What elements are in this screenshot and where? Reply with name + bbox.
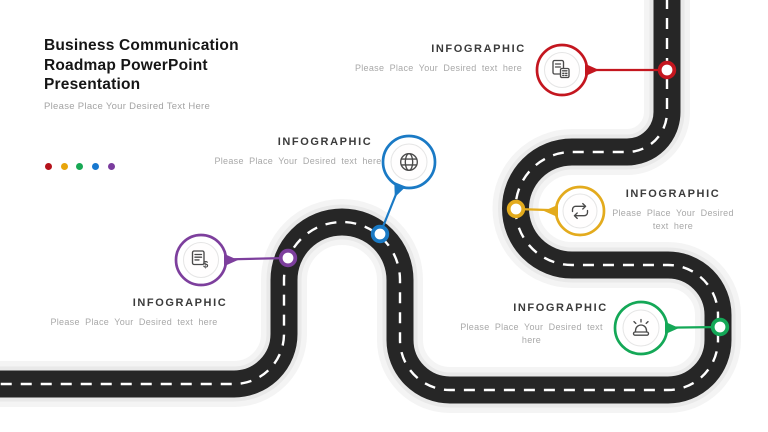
info-title: INFOGRAPHIC [513, 302, 608, 314]
info-title: INFOGRAPHIC [277, 136, 373, 148]
road-dot-repeat [506, 199, 526, 219]
info-text: Please Place Your Desired text here [214, 156, 382, 166]
decor-dot-red [45, 163, 52, 170]
decor-dot-green [76, 163, 84, 170]
pointer-repeat [544, 204, 558, 218]
info-block-alert: INFOGRAPHIC Please Place Your Desired te… [460, 302, 643, 347]
pointer-alert [665, 321, 679, 335]
repeat-icon [571, 202, 589, 220]
pointer-documents [585, 63, 599, 77]
road-dot-alert [710, 317, 730, 337]
marker-documents[interactable] [535, 43, 599, 97]
decor-dot-yellow [60, 163, 68, 170]
slide-subtitle: Please Place Your Desired Text Here [44, 101, 211, 112]
marker-invoice[interactable]: $ [174, 233, 238, 287]
decor-dot-purple [107, 163, 115, 170]
info-block-documents: INFOGRAPHIC Please Place Your Desired te… [355, 43, 581, 75]
globe-icon [400, 153, 418, 171]
pointer-invoice [224, 253, 238, 267]
marker-globe[interactable] [381, 134, 437, 198]
pointer-globe [394, 182, 406, 198]
color-dots-row [45, 163, 123, 170]
road-dot-documents [657, 60, 677, 80]
documents-calculator-icon [552, 59, 570, 79]
title-block: Business Communication Roadmap PowerPoin… [44, 36, 294, 95]
siren-alert-icon [632, 318, 650, 336]
info-title: INFOGRAPHIC [431, 43, 526, 55]
info-block-globe: INFOGRAPHIC Please Place Your Desired te… [214, 136, 423, 168]
info-title: INFOGRAPHIC [625, 188, 721, 200]
info-text: Please Place Your Desired text here [612, 208, 734, 231]
info-text: Please Place Your Desired text here [354, 63, 523, 73]
info-text: Please Place Your Desired text here [50, 317, 218, 327]
slide-title: Business Communication Roadmap PowerPoin… [44, 37, 239, 93]
info-title: INFOGRAPHIC [132, 297, 228, 309]
marker-repeat[interactable] [544, 185, 606, 237]
road-dot-globe [370, 224, 390, 244]
info-text: Please Place Your Desired text here [460, 322, 603, 345]
decor-dot-blue [92, 163, 100, 170]
svg-text:$: $ [203, 260, 209, 271]
invoice-dollar-icon: $ [191, 250, 209, 271]
info-block-invoice: INFOGRAPHIC Please Place Your Desired te… [50, 297, 268, 329]
road-dot-invoice [278, 248, 298, 268]
marker-alert[interactable] [613, 300, 679, 356]
info-block-repeat: INFOGRAPHIC Please Place Your Desired te… [612, 188, 734, 233]
